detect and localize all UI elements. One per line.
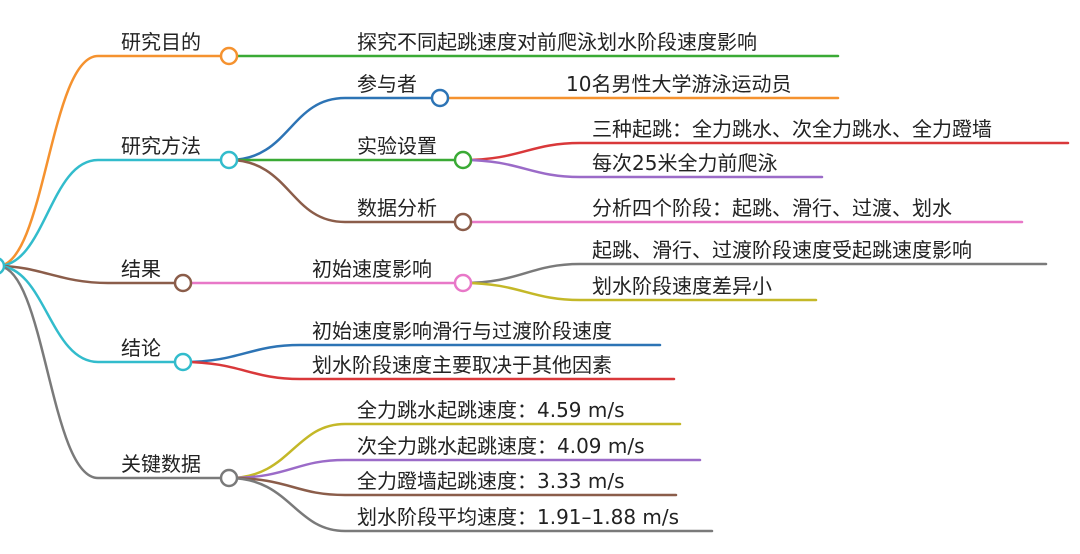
leaf-label-setup-2[interactable]: 每次25米全力前爬泳 bbox=[592, 151, 777, 175]
connector-root-method bbox=[0, 158, 231, 267]
subbranch-label-initial-speed[interactable]: 初始速度影响 bbox=[312, 257, 432, 281]
root-node[interactable] bbox=[0, 257, 6, 275]
connector-conclusion-child-1 bbox=[181, 343, 662, 364]
leaf-label-keydata-1[interactable]: 全力跳水起跳速度：4.59 m/s bbox=[357, 398, 625, 422]
leaf-label-keydata-2[interactable]: 次全力跳水起跳速度：4.09 m/s bbox=[357, 434, 645, 458]
leaf-label-conclusion-1[interactable]: 初始速度影响滑行与过渡阶段速度 bbox=[312, 319, 612, 343]
connector-root-results bbox=[0, 264, 185, 285]
subbranch-label-participants[interactable]: 参与者 bbox=[357, 72, 417, 96]
connector-setup-child-1 bbox=[461, 141, 1070, 162]
connector-setup-child-2 bbox=[461, 158, 824, 179]
connector-root-conclusion bbox=[0, 265, 185, 364]
connector-root-purpose bbox=[0, 54, 231, 267]
leaf-label-keydata-4[interactable]: 划水阶段平均速度：1.91–1.88 m/s bbox=[357, 505, 679, 529]
branch-label-method[interactable]: 研究方法 bbox=[121, 134, 201, 158]
node-keydata[interactable] bbox=[219, 468, 239, 488]
node-results[interactable] bbox=[173, 273, 193, 293]
connectors bbox=[0, 54, 1070, 533]
leaf-label-participants[interactable]: 10名男性大学游泳运动员 bbox=[566, 72, 791, 96]
connector-keydata-child-2 bbox=[227, 458, 702, 480]
leaf-label-setup-1[interactable]: 三种起跳：全力跳水、次全力跳水、全力蹬墙 bbox=[592, 117, 992, 141]
leaf-label-keydata-3[interactable]: 全力蹬墙起跳速度：3.33 m/s bbox=[357, 469, 625, 493]
subbranch-label-analysis[interactable]: 数据分析 bbox=[357, 196, 437, 220]
branch-label-keydata[interactable]: 关键数据 bbox=[121, 452, 201, 476]
branch-label-results[interactable]: 结果 bbox=[121, 257, 161, 281]
labels: 研究目的 研究方法 结果 结论 关键数据 探究不同起跳速度对前爬泳划水阶段速度影… bbox=[121, 30, 992, 529]
connector-keydata-child-1 bbox=[227, 422, 682, 480]
connector-method-analysis bbox=[227, 158, 465, 224]
node-analysis[interactable] bbox=[453, 212, 473, 232]
node-participants[interactable] bbox=[430, 88, 450, 108]
connector-initial-child-2 bbox=[461, 281, 818, 302]
node-conclusion[interactable] bbox=[173, 352, 193, 372]
branch-label-conclusion[interactable]: 结论 bbox=[121, 336, 161, 360]
leaf-label-analysis[interactable]: 分析四个阶段：起跳、滑行、过渡、划水 bbox=[592, 196, 952, 220]
leaf-label-results-1[interactable]: 起跳、滑行、过渡阶段速度受起跳速度影响 bbox=[592, 238, 972, 262]
connector-conclusion-child-2 bbox=[181, 360, 676, 381]
connector-method-participants bbox=[227, 96, 442, 162]
subbranch-label-setup[interactable]: 实验设置 bbox=[357, 134, 437, 158]
node-initial-speed[interactable] bbox=[453, 273, 473, 293]
connector-initial-child-1 bbox=[461, 262, 1048, 285]
node-setup[interactable] bbox=[453, 150, 473, 170]
leaf-label-conclusion-2[interactable]: 划水阶段速度主要取决于其他因素 bbox=[312, 353, 612, 377]
branch-label-purpose[interactable]: 研究目的 bbox=[121, 30, 201, 54]
connector-root-keydata bbox=[0, 265, 231, 480]
connector-keydata-child-3 bbox=[227, 476, 678, 497]
connector-keydata-child-4 bbox=[227, 476, 714, 533]
leaf-label-results-2[interactable]: 划水阶段速度差异小 bbox=[592, 274, 772, 298]
leaf-label-purpose[interactable]: 探究不同起跳速度对前爬泳划水阶段速度影响 bbox=[357, 30, 757, 54]
nodes bbox=[0, 46, 473, 488]
node-method[interactable] bbox=[219, 150, 239, 170]
node-purpose[interactable] bbox=[219, 46, 239, 66]
